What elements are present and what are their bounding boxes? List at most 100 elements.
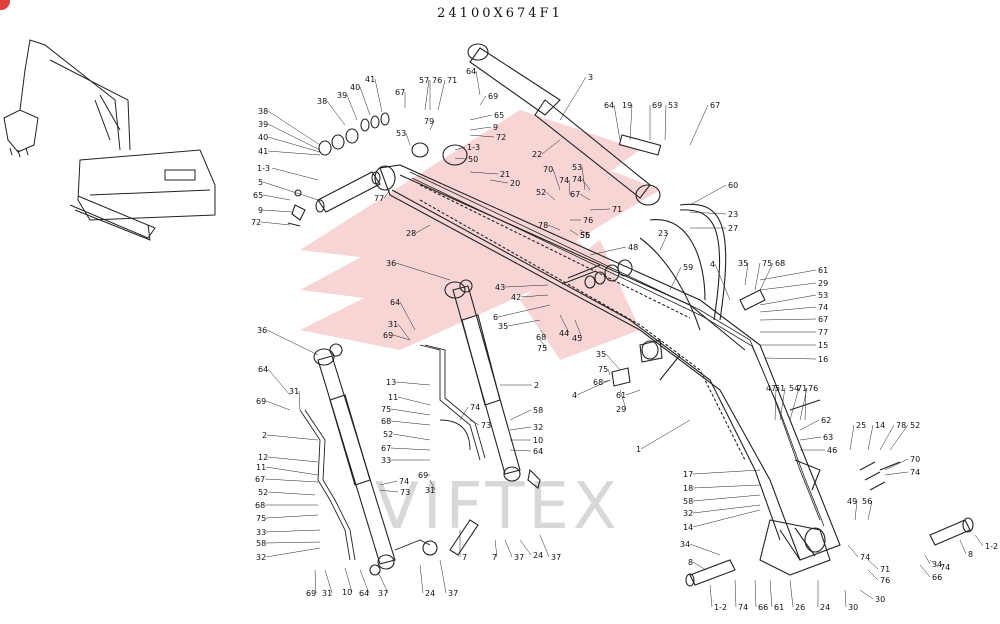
callout-leader-line <box>779 387 786 421</box>
callout-leader-line <box>692 484 761 489</box>
callout-leader-line <box>769 579 773 608</box>
callout-leader-line <box>974 534 984 547</box>
callout-number-58: 58 <box>256 539 266 548</box>
callout-number-59: 59 <box>683 263 693 272</box>
callout-leader-line <box>759 269 817 281</box>
callout-number-21: 21 <box>500 170 510 179</box>
callout-leader-line <box>744 262 749 286</box>
callout-leader-line <box>265 400 291 411</box>
callout-number-38: 38 <box>317 97 327 106</box>
callout-number-52: 52 <box>910 421 920 430</box>
callout-number-11: 11 <box>256 463 266 472</box>
callout-number-54: 54 <box>789 384 799 393</box>
callout-leader-line <box>507 319 541 327</box>
callout-number-2: 2 <box>534 381 539 390</box>
boom-cylinders <box>313 279 541 576</box>
callout-leader-line <box>709 584 713 608</box>
callout-number-2: 2 <box>262 431 267 440</box>
callout-leader-line <box>324 569 333 594</box>
callout-leader-line <box>262 209 293 213</box>
callout-leader-line <box>359 569 370 594</box>
callout-number-72: 72 <box>251 218 261 227</box>
callout-number-16: 16 <box>818 355 828 364</box>
callout-number-31: 31 <box>425 486 435 495</box>
callout-number-56: 56 <box>862 497 872 506</box>
callout-leader-line <box>579 229 591 236</box>
callout-number-70: 70 <box>910 455 920 464</box>
callout-number-77: 77 <box>374 194 384 203</box>
callout-leader-line <box>519 539 532 556</box>
callout-number-10: 10 <box>342 588 352 597</box>
callout-leader-line <box>260 221 291 226</box>
callout-leader-line <box>804 387 807 421</box>
callout-number-37: 37 <box>551 553 561 562</box>
callout-number-63: 63 <box>823 433 833 442</box>
callout-number-75: 75 <box>537 344 547 353</box>
callout-number-68: 68 <box>593 378 603 387</box>
callout-number-24: 24 <box>533 551 543 560</box>
callout-number-25: 25 <box>856 421 866 430</box>
callout-leader-line <box>469 126 492 131</box>
callout-leader-line <box>509 409 532 421</box>
callout-number-61: 61 <box>774 603 784 612</box>
callout-number-69: 69 <box>418 471 428 480</box>
callout-leader-line <box>326 100 346 126</box>
callout-leader-line <box>607 368 611 376</box>
callout-leader-line <box>884 458 909 471</box>
callout-leader-line <box>265 529 321 533</box>
diagram-title: 24100X674F1 <box>437 6 563 21</box>
callout-number-69: 69 <box>652 101 662 110</box>
callout-leader-line <box>759 294 817 306</box>
callout-leader-line <box>629 104 633 141</box>
callout-leader-line <box>262 194 291 201</box>
callout-leader-line <box>664 104 667 141</box>
callout-number-51: 51 <box>775 384 785 393</box>
boom-assembly <box>374 164 841 561</box>
callout-leader-line <box>271 167 319 181</box>
callout-leader-line <box>754 262 761 291</box>
callout-number-24: 24 <box>425 589 435 598</box>
callout-leader-line <box>489 179 509 184</box>
callout-leader-line <box>395 262 451 281</box>
callout-leader-line <box>405 132 411 146</box>
callout-leader-line <box>539 329 547 338</box>
callout-leader-line <box>692 509 761 528</box>
callout-leader-line <box>346 94 358 121</box>
callout-leader-line <box>314 569 317 594</box>
callout-number-37: 37 <box>448 589 458 598</box>
callout-leader-line <box>640 419 691 450</box>
callout-number-45: 45 <box>572 334 582 343</box>
callout-number-74: 74 <box>559 176 569 185</box>
callout-number-36: 36 <box>257 326 267 335</box>
callout-leader-line <box>265 547 321 558</box>
callout-number-55: 55 <box>580 231 590 240</box>
callout-leader-line <box>844 589 847 608</box>
callout-leader-line <box>625 389 641 396</box>
callout-leader-line <box>569 229 579 236</box>
callout-number-73: 73 <box>481 421 491 430</box>
callout-leader-line <box>959 539 967 555</box>
callout-number-67: 67 <box>381 444 391 453</box>
callout-leader-line <box>867 500 873 521</box>
callout-number-30: 30 <box>848 603 858 612</box>
callout-number-50: 50 <box>468 155 478 164</box>
callout-leader-line <box>429 479 436 491</box>
callout-leader-line <box>267 150 321 156</box>
callout-number-33: 33 <box>256 528 266 537</box>
callout-number-14: 14 <box>875 421 885 430</box>
callout-number-17: 17 <box>683 470 693 479</box>
callout-number-1: 1 <box>636 445 641 454</box>
callout-leader-line <box>265 514 319 519</box>
callout-leader-line <box>589 246 627 256</box>
callout-number-69: 69 <box>256 397 266 406</box>
callout-leader-line <box>568 179 571 196</box>
callout-leader-line <box>759 282 817 291</box>
callout-leader-line <box>509 426 532 431</box>
callout-leader-line <box>379 489 399 493</box>
callout-leader-line <box>504 539 513 558</box>
callout-leader-line <box>437 79 446 111</box>
callout-number-75: 75 <box>381 405 391 414</box>
callout-leader-line <box>267 136 321 153</box>
